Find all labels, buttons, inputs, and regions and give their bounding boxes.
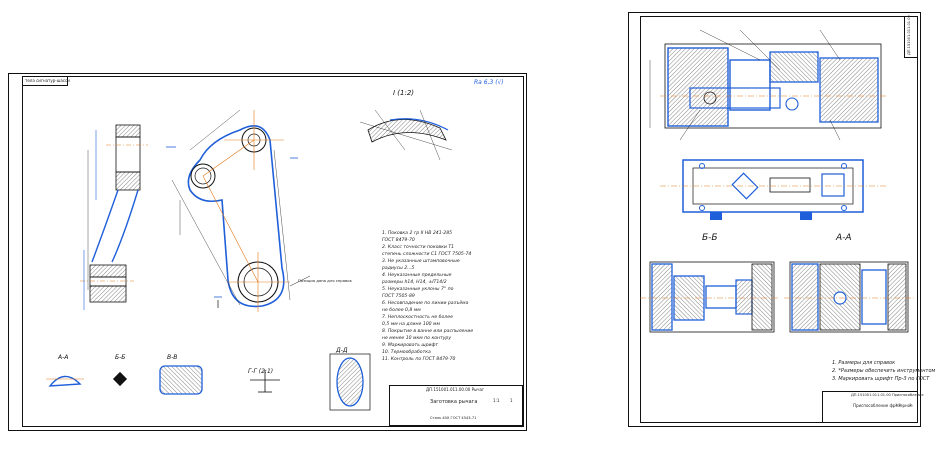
section-label-bb: Б-Б [702, 233, 718, 243]
roughness-mark: Ra 6,3 (√) [474, 79, 504, 86]
left-corner-box: тела сигнатур-шасси [22, 76, 70, 86]
callout-note: Позиция дана для справок [298, 278, 352, 283]
left-title-block: ДП.151001.011.00.00 Рычаг Заготовка рыча… [389, 385, 523, 426]
right-doc-code: ДП.151001.011.01.00 Приспособление [851, 393, 924, 397]
left-profile-section [80, 124, 148, 310]
note-line: 11. Контроль по ГОСТ 8479-70 [382, 357, 456, 362]
section-label-b: Б-Б [115, 354, 126, 361]
note-line: ГОСТ 7505-89 [382, 294, 415, 299]
fixture-section-aa [784, 261, 914, 333]
note-line: радиусы 2...5 [382, 266, 415, 271]
left-sheet-no: 1 [510, 398, 513, 403]
note-line: 3. Не указанные штамповочные [382, 259, 460, 264]
fixture-section-bb [640, 261, 780, 333]
note-line: ГОСТ 8479-70 [382, 238, 415, 243]
left-doc-code: ДП.151001.011.00.00 Рычаг [426, 387, 485, 392]
note-line: 1. Поковка 2 гр II НВ 241-285 [382, 231, 453, 236]
right-drawing-frame [640, 16, 918, 423]
note-line: 7. Неплоскостность не более [382, 315, 453, 320]
note-line: 6. Несовпадение по линии разъёма [382, 301, 469, 306]
note-line: 10. Термообработка [382, 350, 431, 355]
note-line: не более 0,8 мм [382, 308, 421, 313]
note-line: 1. Размеры для справок [832, 360, 896, 366]
left-scale: 1:1 [493, 398, 500, 403]
section-a-shape [46, 375, 84, 387]
section-v-shape [159, 365, 203, 395]
section-label-a: А-А [58, 354, 69, 361]
note-line: 0,5 мм на длине 100 мм [382, 322, 440, 327]
left-corner-box-text: тела сигнатур-шасси [25, 78, 70, 83]
right-tech-notes: 1. Размеры для справок 2. *Размеры обесп… [832, 360, 935, 386]
note-line: 4. Неуказанные предельные [382, 273, 452, 278]
fixture-top-section [649, 29, 886, 141]
note-line: размеры h14, H14, ±IT14/2 [382, 280, 447, 285]
note-line: 3. Маркировать шрифт Пр-3 по ГОСТ [832, 376, 930, 382]
left-part-name: Заготовка рычага [430, 399, 478, 405]
lever-main-view [166, 109, 311, 312]
section-g-shape [250, 370, 280, 393]
section-label-g: Г-Г (2:1) [248, 368, 274, 375]
note-line: не менее 10 мкм по контуру [382, 336, 452, 341]
view-title-I: I (1:2) [393, 89, 415, 97]
left-tech-notes: 1. Поковка 2 гр II НВ 241-285 ГОСТ 8479-… [382, 231, 507, 371]
section-d-shape [329, 353, 371, 411]
right-sheet-no: 1 [909, 403, 912, 407]
note-line: 8. Покрытие в ванне или распыление [382, 329, 474, 334]
right-title-block: ДП.151001.011.01.00 Приспособление Присп… [822, 391, 924, 423]
section-label-d: Д-Д [336, 347, 348, 354]
note-line: 9. Маркировать шрифт [382, 343, 439, 348]
note-line: 2. Класс точности поковки Т1 [382, 245, 455, 250]
section-label-v: В-В [167, 354, 178, 361]
view-I-detail [359, 109, 453, 161]
note-line: степень сложности С1 ГОСТ 7505-74 [382, 252, 472, 257]
left-material: Сталь 40Х ГОСТ 4543-71 [430, 416, 477, 420]
right-part-name: Приспособление фрезерное [853, 403, 913, 408]
left-drawing-frame [22, 76, 524, 427]
right-scale: 1:2 [895, 403, 901, 407]
note-line: 5. Неуказанные уклоны 7° по [382, 287, 454, 292]
right-corner-box: ДП.151001.011.01.00 [904, 15, 918, 58]
section-label-aa: А-А [836, 233, 852, 243]
section-b-shape [112, 371, 128, 387]
fixture-plan-view [660, 159, 886, 220]
note-line: 2. *Размеры обеспечить инструментом [832, 368, 936, 374]
